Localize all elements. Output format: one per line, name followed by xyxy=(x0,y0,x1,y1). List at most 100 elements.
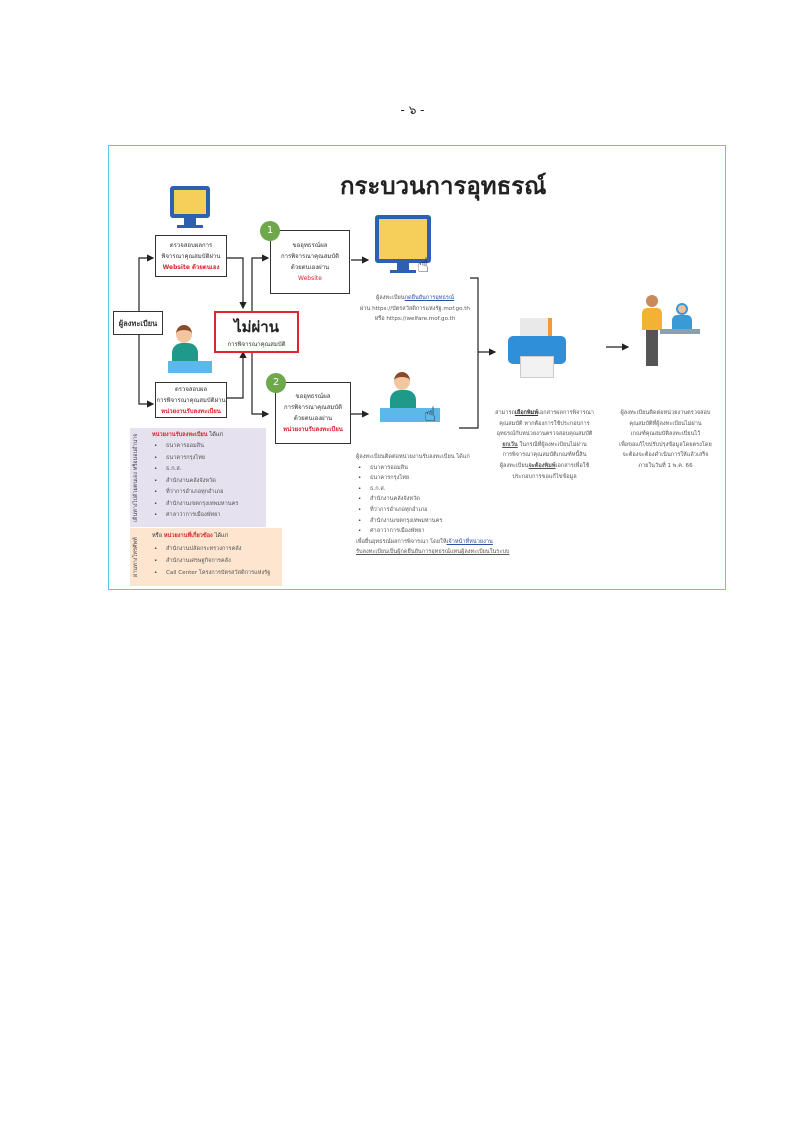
print-line: ผู้ลงทะเบียนจะต้องพิมพ์เอกสารเพื่อใช้ xyxy=(482,461,607,472)
panel-list: ธนาคารออมสินธนาคารกรุงไทยธ.ก.ส.สำนักงานค… xyxy=(152,441,238,522)
box-line: ด้วยตนเองผ่าน xyxy=(290,264,330,271)
agency-caption: ผู้ลงทะเบียนติดต่อหน่วยงานรับลงทะเบียน ไ… xyxy=(356,452,536,558)
box-line: Website xyxy=(298,275,322,282)
final-caption-line: จะต้องจะต้องดำเนินการให้แล้วเสร็จ xyxy=(622,452,709,459)
final-caption-line: คุณสมบัติที่ผู้ลงทะเบียนไม่ผ่าน xyxy=(629,420,702,427)
footer-link[interactable]: เจ้าหน้าที่หน่วยงาน xyxy=(446,538,493,545)
list-item: ที่ว่าการอำเภอทุกอำเภอ xyxy=(356,505,536,516)
list-item: สำนักงานเศรษฐกิจการคลัง xyxy=(152,555,270,567)
panel-heading: หน่วยงานรับลงทะเบียน ได้แก่ xyxy=(152,431,223,439)
caption-url1: ผ่าน https://บัตรสวัสดิการแห่งรัฐ.mof.go… xyxy=(360,305,470,312)
box-line: พิจารณาคุณสมบัติผ่าน xyxy=(161,252,221,260)
t: จะต้องพิมพ์ xyxy=(528,462,556,469)
monitor-click-icon: ☝ xyxy=(375,215,431,277)
agency-intro: ผู้ลงทะเบียนติดต่อหน่วยงานรับลงทะเบียน ไ… xyxy=(356,454,470,460)
list-item: ธนาคารออมสิน xyxy=(152,441,238,453)
hand-pointer-icon: ☝ xyxy=(417,253,430,277)
list-item: สำนักงานเขตกรุงเทพมหานคร xyxy=(356,516,536,527)
list-item: สำนักงานปลัดกระทรวงการคลัง xyxy=(152,543,270,555)
list-item: Call Center โครงการบัตรสวัสดิการแห่งรัฐ xyxy=(152,567,270,579)
box-line: ขออุทธรณ์ผล xyxy=(295,393,331,400)
print-line: ประกอบการขอแก้ไขข้อมูล xyxy=(512,473,577,480)
arrow-web-check-to-fail xyxy=(227,257,247,310)
list-item: สำนักงานคลังจังหวัด xyxy=(152,476,238,488)
arrow-fail-to-step1 xyxy=(251,254,270,312)
list-item: ธนาคารกรุงไทย xyxy=(356,473,536,484)
box-line: ขออุทธรณ์ผล xyxy=(292,242,328,249)
t: สามารถ xyxy=(495,410,515,416)
t: ผู้ลงทะเบียน xyxy=(499,462,529,469)
list-item: ธนาคารกรุงไทย xyxy=(152,453,238,465)
list-item: ธ.ก.ส. xyxy=(356,484,536,495)
box-line: ด้วยตนเองผ่าน xyxy=(293,415,333,422)
final-caption-line: ผู้ลงทะเบียนติดต่อหน่วยงานตรวจสอบ xyxy=(620,410,711,416)
caption-text: ผู้ลงทะเบียน xyxy=(375,295,405,301)
panel-side-label: เดินทางไปด้วยตนเอง หรือมอบอำนาจ xyxy=(133,433,139,522)
panel-heading: หรือ หน่วยงานที่เกี่ยวข้อง ได้แก่ xyxy=(152,532,228,540)
t: ยกเว้น xyxy=(502,441,518,448)
box-line: Website ด้วยตนเอง xyxy=(162,263,220,271)
consultation-people-icon xyxy=(638,295,700,370)
footer-link[interactable]: รับลงทะเบียนเป็นผู้กดยืนยันการอุทธรณ์แทน… xyxy=(356,549,510,556)
print-caption: สามารถเลือกพิมพ์เอกสารผลการพิจารณา คุณสม… xyxy=(482,408,607,482)
t: เลือกพิมพ์ xyxy=(514,410,539,416)
t: เอกสารผลการพิจารณา xyxy=(538,410,594,416)
heading-suffix: ได้แก่ xyxy=(207,432,223,438)
printer-icon xyxy=(508,318,568,380)
agency-list: ธนาคารออมสินธนาคารกรุงไทยธ.ก.ส.สำนักงานค… xyxy=(356,463,536,537)
footer-text: เพื่อยื่นอุทธรณ์ผลการพิจารณา โดยให้ xyxy=(356,538,447,545)
web-caption-line1: ผู้ลงทะเบียนกดยืนยันการอุทธรณ์ xyxy=(350,293,480,304)
box-line: หน่วยงานรับลงทะเบียน xyxy=(161,407,221,415)
list-item: ธนาคารออมสิน xyxy=(356,463,536,474)
registrant-box: ผู้ลงทะเบียน xyxy=(113,311,163,335)
panel-list: สำนักงานปลัดกระทรวงการคลังสำนักงานเศรษฐก… xyxy=(152,543,270,579)
box-line: การพิจารณาคุณสมบัติ xyxy=(280,253,340,260)
print-line: คุณสมบัติ หากต้องการใช้ประกอบการ xyxy=(499,420,590,427)
step1-appeal-website-box: ขออุทธรณ์ผล การพิจารณาคุณสมบัติ ด้วยตนเอ… xyxy=(270,230,350,294)
box-line: การพิจารณาคุณสมบัติ xyxy=(283,404,343,411)
monitor-icon xyxy=(170,186,210,228)
heading-text: หน่วยงานที่เกี่ยวข้อง xyxy=(163,533,213,539)
t: ในกรณีที่ผู้ลงทะเบียนไม่ผ่าน xyxy=(517,441,587,448)
fail-title: ไม่ผ่าน xyxy=(234,318,279,336)
print-line: การพิจารณาคุณสมบัติเกณฑ์หนี้สิน xyxy=(502,452,587,459)
diagram-title: กระบวนการอุทธรณ์ xyxy=(340,173,547,200)
confirm-appeal-link[interactable]: กดยืนยันการอุทธรณ์ xyxy=(404,295,455,301)
box-line: ตรวจสอบผล xyxy=(174,385,208,393)
step2-badge: 2 xyxy=(266,373,286,393)
agency-footer: เพื่อยื่นอุทธรณ์ผลการพิจารณา โดยให้เจ้าห… xyxy=(356,537,536,548)
arrow-registrant-to-web-check xyxy=(138,254,155,312)
list-item: ที่ว่าการอำเภอทุกอำเภอ xyxy=(152,487,238,499)
final-caption-line: เกณฑ์คุณสมบัติลงทะเบียนไว้ xyxy=(630,431,701,438)
box-line: การพิจารณาคุณสมบัติผ่าน xyxy=(156,396,226,404)
panel-side-label: ผ่านทางโทรศัพท์ xyxy=(133,537,139,577)
box-line: ตรวจสอบผลการ xyxy=(169,241,213,249)
list-item: ศาลาว่าการเมืองพัทยา xyxy=(152,510,238,522)
final-caption-line: เพื่อขอแก้ไขปรับปรุงข้อมูลโดยตรงโดย xyxy=(619,441,712,448)
caption-url2: หรือ https://welfare.mof.go.th xyxy=(374,316,456,323)
list-item: สำนักงานเขตกรุงเทพมหานคร xyxy=(152,499,238,511)
failed-qualification-box: ไม่ผ่าน การพิจารณาคุณสมบัติ xyxy=(214,311,299,353)
heading-suffix: ได้แก่ xyxy=(212,533,229,539)
list-item: ศาลาว่าการเมืองพัทยา xyxy=(356,526,536,537)
print-line: สามารถเลือกพิมพ์เอกสารผลการพิจารณา xyxy=(482,408,607,419)
arrow-registrant-to-agency-check xyxy=(138,334,155,408)
arrow-agency-check-to-fail xyxy=(227,350,247,399)
hand-pointer-icon: ☝ xyxy=(424,402,437,426)
list-item: ธ.ก.ส. xyxy=(152,464,238,476)
staff-person-icon xyxy=(168,325,212,373)
check-result-website-box: ตรวจสอบผลการ พิจารณาคุณสมบัติผ่าน Websit… xyxy=(155,235,227,277)
web-caption: ผู้ลงทะเบียนกดยืนยันการอุทธรณ์ ผ่าน http… xyxy=(350,293,480,325)
box-line: หน่วยงานรับลงทะเบียน xyxy=(283,426,343,433)
check-result-agency-box: ตรวจสอบผล การพิจารณาคุณสมบัติผ่าน หน่วยง… xyxy=(155,382,227,418)
step2-appeal-agency-box: ขออุทธรณ์ผล การพิจารณาคุณสมบัติ ด้วยตนเอ… xyxy=(275,382,351,444)
final-caption-line: ภายในวันที่ 1 พ.ค. 66 xyxy=(638,462,693,469)
arrow-web-to-print xyxy=(459,277,479,429)
counter-staff-icon: ☝ xyxy=(380,372,440,426)
print-line: อุทธรณ์กับหน่วยงานตรวจสอบคุณสมบัติ xyxy=(496,431,593,438)
t: เอกสารเพื่อใช้ xyxy=(555,462,590,469)
heading-prefix: หรือ xyxy=(152,533,164,539)
step1-badge: 1 xyxy=(260,221,280,241)
in-person-panel: เดินทางไปด้วยตนเอง หรือมอบอำนาจ หน่วยงาน… xyxy=(130,428,266,527)
